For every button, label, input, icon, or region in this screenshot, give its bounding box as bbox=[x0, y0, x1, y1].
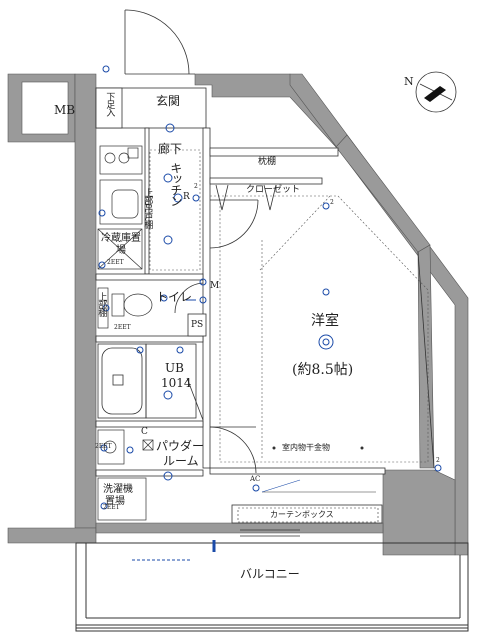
indoor-dryer-hooks bbox=[272, 446, 364, 450]
outlet-icon bbox=[102, 65, 110, 73]
youshitsu-label: 洋室 bbox=[311, 313, 339, 329]
outlet-2-c: 2 bbox=[436, 457, 440, 464]
makura-dana-label: 枕棚 bbox=[258, 157, 277, 167]
curtain-box-label: カーテンボックス bbox=[270, 510, 334, 519]
kitchen-cabinet-label: 上部吊戸棚 bbox=[142, 188, 153, 228]
toilet-label: トイレ bbox=[156, 290, 193, 304]
indoor-dryer-label: 室内物干金物 bbox=[282, 443, 330, 452]
washer-label-2: 置場 bbox=[105, 496, 125, 507]
washer-drain-icon bbox=[97, 477, 147, 521]
stove-icon bbox=[99, 145, 143, 175]
outlet-2eet-4: 2EET bbox=[103, 504, 120, 511]
fridge-area bbox=[97, 228, 143, 270]
powder-room-label-2: ルーム bbox=[163, 454, 199, 468]
kitchen-label: キッチン bbox=[168, 162, 183, 206]
curtain-box bbox=[237, 479, 379, 523]
bathtub-icon bbox=[97, 343, 197, 419]
balcony-label: バルコニー bbox=[240, 567, 300, 581]
toilet-shelf-label: 上部棚 bbox=[96, 292, 107, 316]
balcony-area bbox=[75, 542, 469, 632]
ub-size-label: 1014 bbox=[161, 376, 192, 390]
ceiling-light-icon bbox=[165, 123, 175, 133]
outlet-2-a: 2 bbox=[194, 183, 198, 190]
m-mark: M bbox=[210, 281, 220, 291]
ps-label: PS bbox=[191, 320, 204, 330]
ac-mark: AC bbox=[250, 475, 261, 483]
room-outlines bbox=[149, 149, 429, 463]
c-mark: C bbox=[141, 427, 148, 437]
toilet-icon bbox=[97, 287, 153, 329]
fridge-label: 冷蔵庫置場 bbox=[101, 233, 141, 256]
north-arrow-icon bbox=[415, 71, 457, 113]
closet-label: クローゼット bbox=[246, 185, 301, 195]
ub-label: UB bbox=[165, 361, 184, 375]
washer-label-1: 洗濯機 bbox=[103, 484, 133, 495]
outlet-2eet-1: 2EET bbox=[107, 259, 124, 266]
powder-room-label-1: パウダー bbox=[156, 439, 205, 453]
rouka-label: 廊下 bbox=[158, 142, 183, 156]
door-swings bbox=[124, 9, 300, 537]
electrical-symbols bbox=[98, 65, 442, 561]
outlet-2-b: 2 bbox=[330, 199, 334, 206]
interior-walls bbox=[95, 87, 435, 524]
outlet-2eet-3: 2EET bbox=[95, 443, 112, 450]
ceiling-light-main-icon bbox=[318, 334, 334, 350]
youshitsu-size-label: (約8.5帖) bbox=[292, 362, 354, 378]
genkan-label: 玄関 bbox=[156, 94, 181, 108]
getabako-label: 下足入 bbox=[104, 92, 115, 116]
mb-room bbox=[21, 81, 69, 135]
sink-icon bbox=[99, 179, 143, 225]
outlet-2eet-2: 2EET bbox=[114, 324, 131, 331]
mb-label: MB bbox=[54, 103, 76, 117]
north-label: N bbox=[404, 75, 414, 88]
r-mark: R bbox=[183, 192, 190, 202]
washbasin-icon bbox=[97, 429, 154, 465]
exterior-walls bbox=[7, 73, 469, 556]
